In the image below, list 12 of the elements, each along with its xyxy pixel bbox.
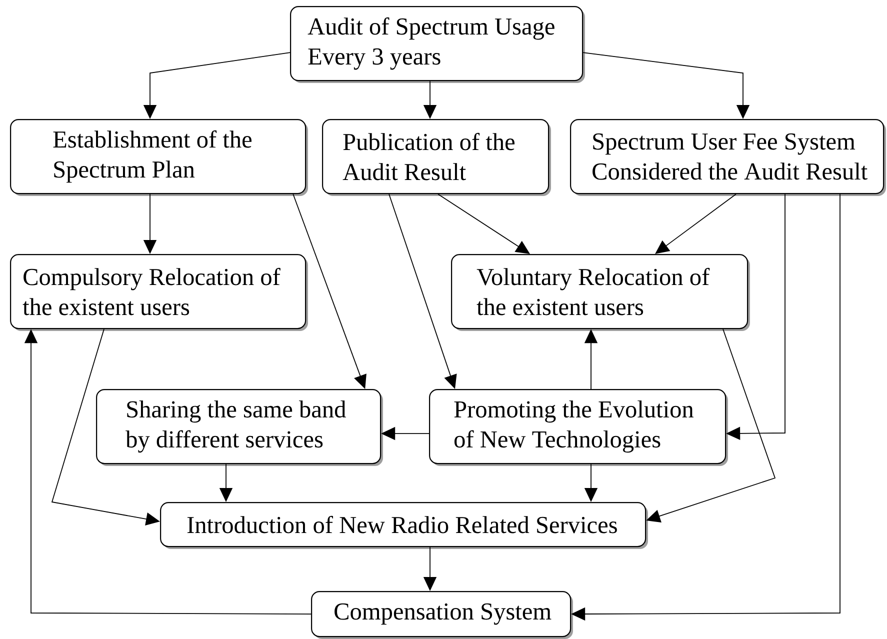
process-box: Publication of the Audit Result xyxy=(322,119,551,196)
process-box: Establishment of the Spectrum Plan xyxy=(10,119,308,196)
process-box: Compulsory Relocation of the existent users xyxy=(10,254,308,331)
arrow xyxy=(655,194,736,254)
arrow xyxy=(438,194,530,254)
process-box: Sharing the same band by different services xyxy=(96,389,383,466)
process-box: Promoting the Evolution of New Technologies xyxy=(429,389,728,466)
process-box: Voluntary Relocation of the existent users xyxy=(451,254,750,331)
process-box: Audit of Spectrum Usage Every 3 years xyxy=(290,6,585,83)
process-box: Introduction of New Radio Related Services xyxy=(160,502,648,549)
process-box: Compensation System xyxy=(311,591,573,639)
process-box: Spectrum User Fee System Considered the Audit Result xyxy=(570,119,886,196)
